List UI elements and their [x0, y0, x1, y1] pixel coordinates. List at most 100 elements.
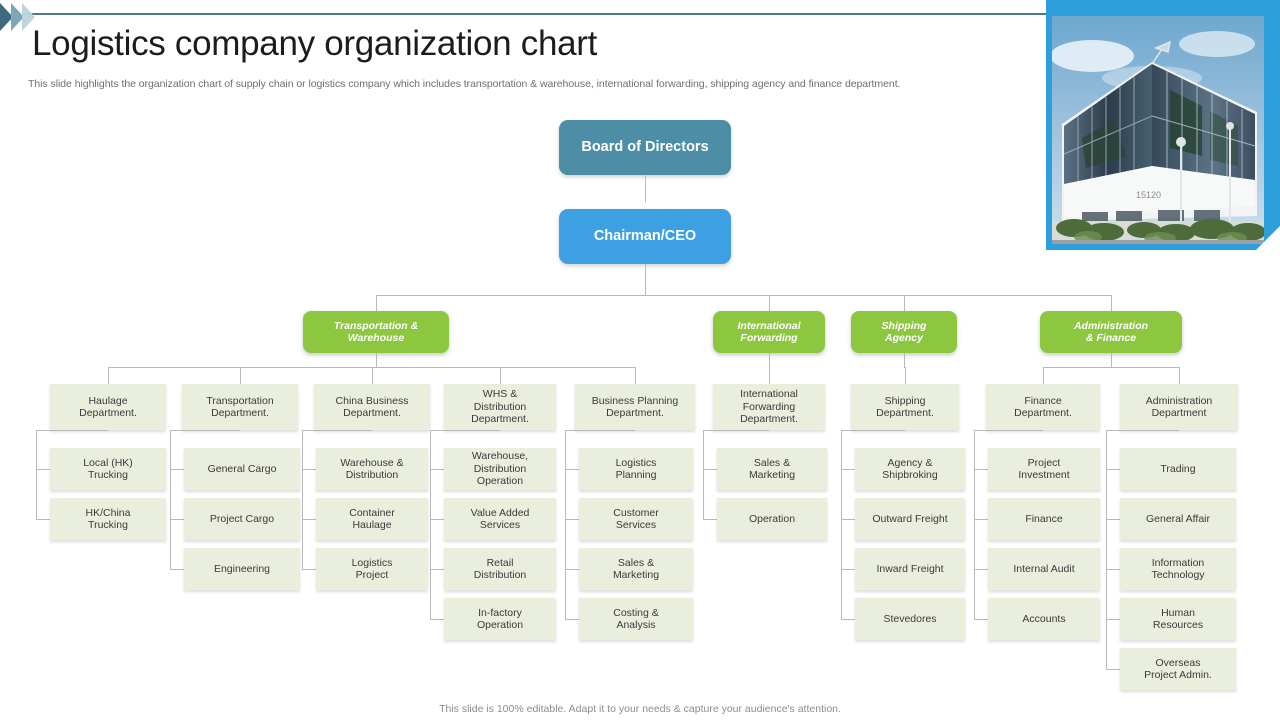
connector-leaf-arm [841, 569, 855, 570]
connector-leaf-trunk [974, 430, 975, 619]
node-chairman-ceo[interactable]: Chairman/CEO [559, 209, 731, 264]
node-division-administration-finance[interactable]: Administration& Finance [1040, 311, 1182, 353]
connector-department-bus [904, 367, 905, 368]
node-unit-costing-analysis[interactable]: Costing &Analysis [579, 598, 693, 640]
footer-note: This slide is 100% editable. Adapt it to… [439, 703, 841, 715]
node-label: Administration& Finance [1073, 319, 1149, 344]
connector-leaf-arm [36, 469, 50, 470]
connector-leaf-arm [841, 469, 855, 470]
chevron-decoration-icon-3 [22, 3, 35, 31]
connector-leaf-arm [430, 469, 444, 470]
connector-leaf-arm [36, 519, 50, 520]
page-subtitle: This slide highlights the organization c… [28, 78, 901, 90]
node-unit-agency-shipbroking[interactable]: Agency &Shipbroking [855, 448, 965, 490]
node-unit-operation[interactable]: Operation [717, 498, 827, 540]
connector-leaf-top-join [302, 430, 372, 431]
node-board-of-directors[interactable]: Board of Directors [559, 120, 731, 175]
node-label: Outward Freight [872, 512, 948, 525]
node-unit-inward-freight[interactable]: Inward Freight [855, 548, 965, 590]
node-unit-general-cargo[interactable]: General Cargo [184, 448, 300, 490]
connector-leaf-trunk [703, 430, 704, 519]
connector-leaf-top-join [703, 430, 769, 431]
node-label: Engineering [213, 562, 271, 575]
connector-leaf-trunk [302, 430, 303, 569]
connector-division-stem [376, 353, 377, 367]
node-label: Project Cargo [209, 512, 275, 525]
node-label: Operation [748, 512, 796, 525]
connector-division-drop [769, 295, 770, 311]
node-label: Finance [1025, 512, 1063, 525]
connector-leaf-arm [565, 519, 579, 520]
node-unit-sales-marketing[interactable]: Sales &Marketing [579, 548, 693, 590]
node-label: Agency &Shipbroking [882, 456, 938, 481]
node-unit-stevedores[interactable]: Stevedores [855, 598, 965, 640]
node-unit-general-affair[interactable]: General Affair [1120, 498, 1236, 540]
connector-leaf-arm [170, 519, 184, 520]
connector-leaf-arm [703, 519, 717, 520]
connector-division-drop [1111, 295, 1112, 311]
node-unit-finance[interactable]: Finance [988, 498, 1100, 540]
node-unit-engineering[interactable]: Engineering [184, 548, 300, 590]
node-unit-warehouse-distribution[interactable]: Warehouse &Distribution [316, 448, 428, 490]
chevron-decoration-icon [0, 3, 13, 31]
node-division-transportation-warehouse[interactable]: Transportation &Warehouse [303, 311, 449, 353]
node-unit-outward-freight[interactable]: Outward Freight [855, 498, 965, 540]
connector-leaf-arm [1106, 669, 1120, 670]
connector-department-bus [1043, 367, 1179, 368]
connector-leaf-top-join [430, 430, 500, 431]
node-label: General Affair [1145, 512, 1210, 525]
node-unit-project-cargo[interactable]: Project Cargo [184, 498, 300, 540]
connector-division-bus [376, 295, 1111, 296]
node-unit-local-hk-trucking[interactable]: Local (HK)Trucking [50, 448, 166, 490]
node-unit-trading[interactable]: Trading [1120, 448, 1236, 490]
node-unit-accounts[interactable]: Accounts [988, 598, 1100, 640]
page-title: Logistics company organization chart [32, 24, 598, 63]
connector-division-drop [376, 295, 377, 311]
connector-leaf-arm [974, 569, 988, 570]
connector-department-drop [1179, 367, 1180, 384]
connector-leaf-top-join [170, 430, 240, 431]
chevron-decoration-icon-2 [11, 3, 24, 31]
connector-department-drop [372, 367, 373, 384]
node-unit-sales-marketing[interactable]: Sales &Marketing [717, 448, 827, 490]
node-unit-internal-audit[interactable]: Internal Audit [988, 548, 1100, 590]
connector-leaf-arm [703, 469, 717, 470]
connector-department-drop [500, 367, 501, 384]
connector-board-to-ceo [645, 175, 646, 202]
